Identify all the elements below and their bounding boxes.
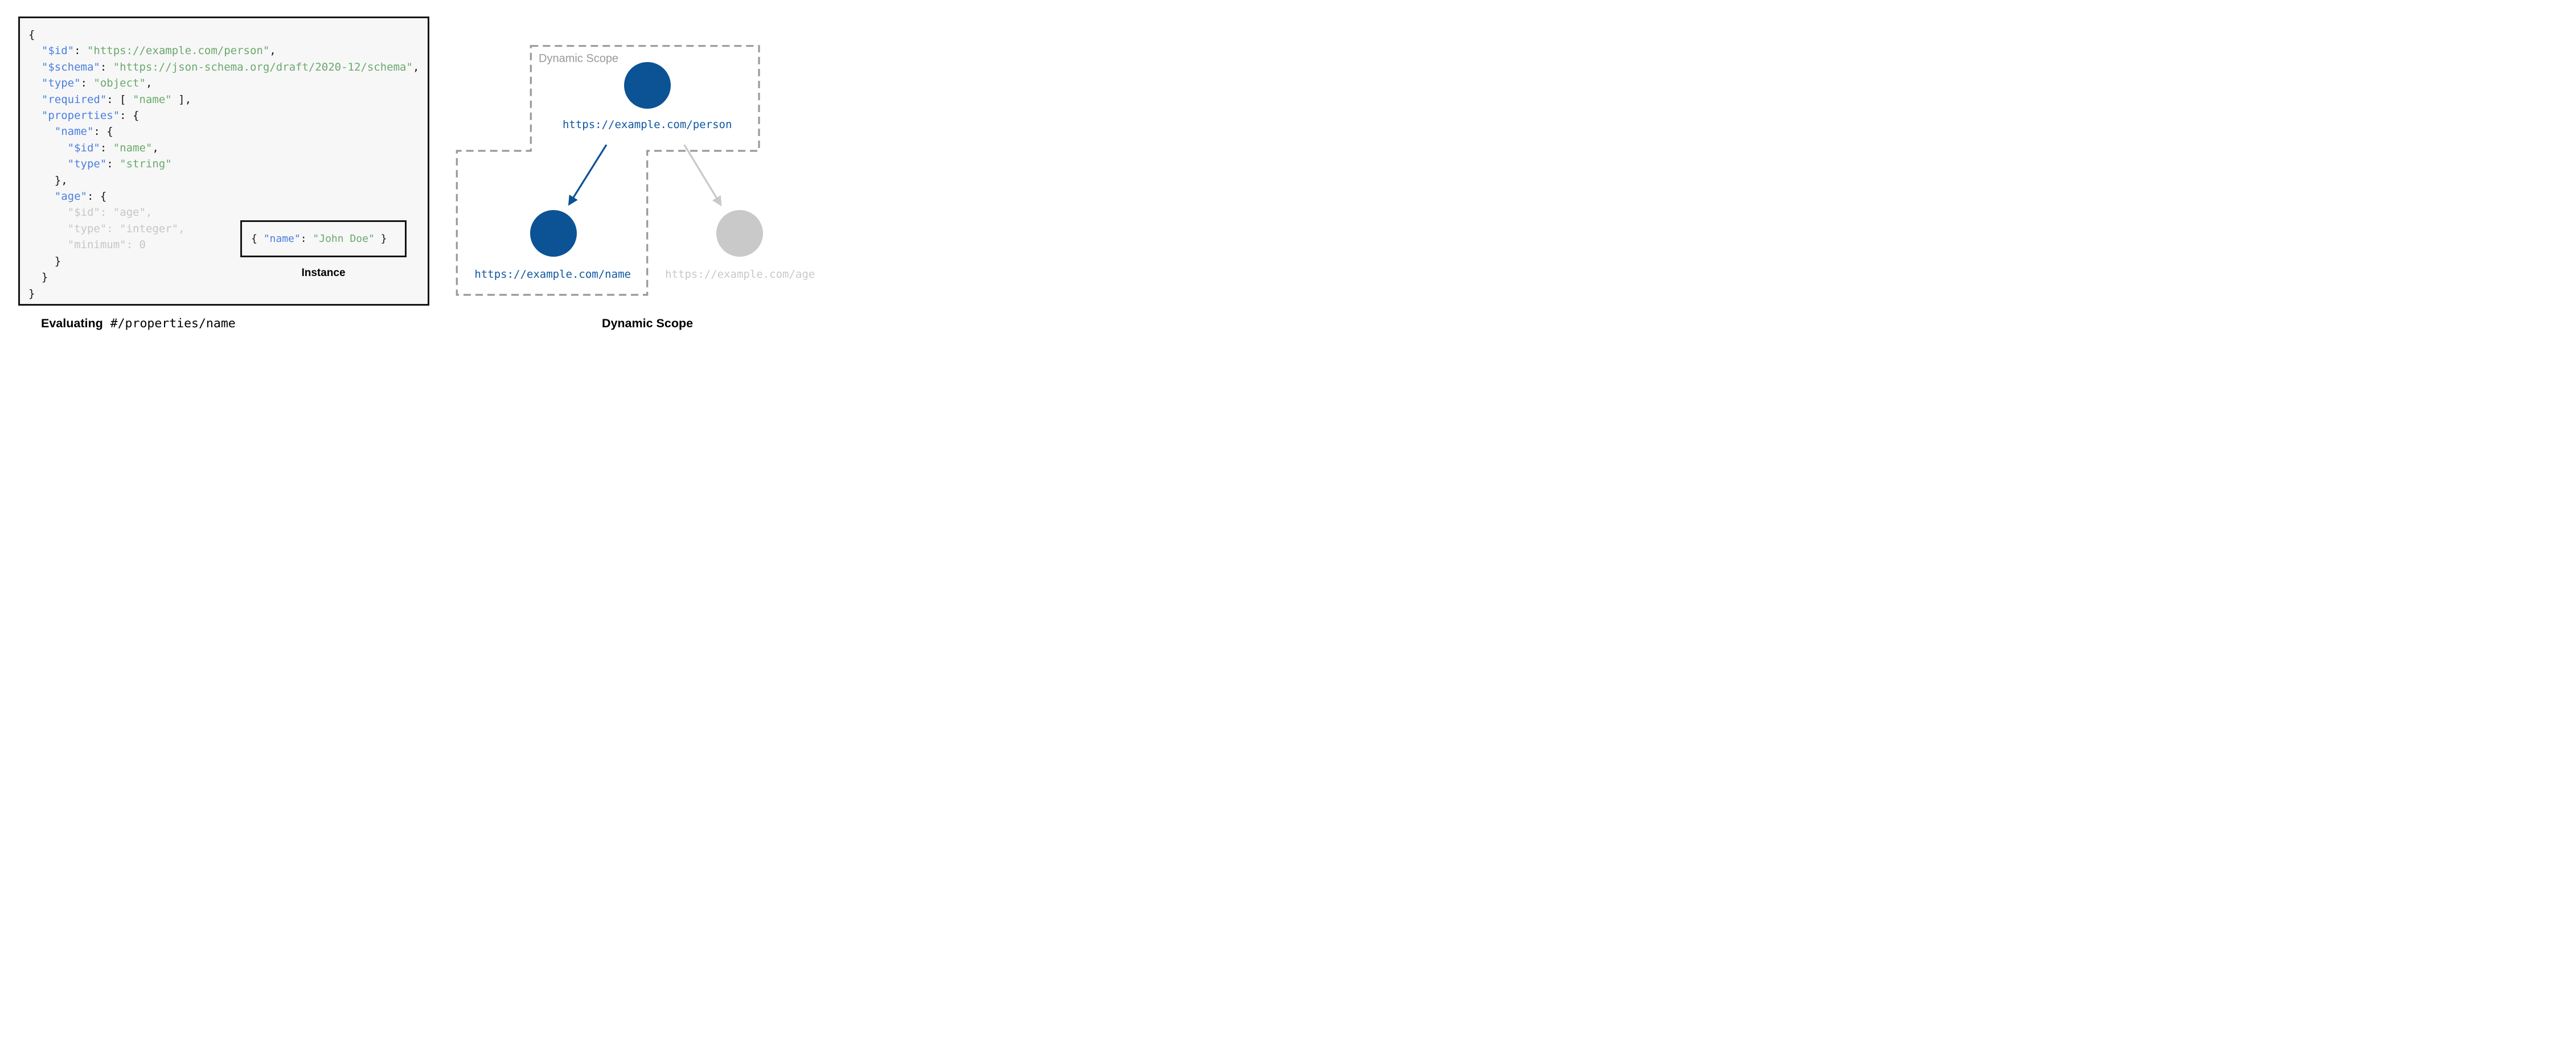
- node-person-circle: [624, 62, 671, 109]
- code-token: }: [28, 254, 61, 268]
- code-token: }: [28, 271, 48, 284]
- code-line: }: [28, 269, 428, 285]
- figure-canvas: { "$id": "https://example.com/person", "…: [0, 0, 859, 351]
- caption-evaluating: Evaluating #/properties/name: [41, 316, 236, 331]
- code-line: "$id": "https://example.com/person",: [28, 43, 428, 59]
- code-token: ,: [412, 60, 420, 73]
- edge-person-to-name-arrow: [568, 144, 608, 206]
- code-token: [28, 125, 55, 138]
- code-token: "type": "integer",: [28, 222, 185, 235]
- instance-box: { "name": "John Doe" }: [240, 220, 407, 257]
- code-token: "properties": [41, 109, 120, 122]
- code-token: ],: [171, 93, 192, 106]
- node-name-circle: [530, 210, 577, 257]
- code-token: "type": [67, 158, 107, 171]
- code-line: {: [28, 27, 428, 43]
- code-token: "John Doe": [313, 233, 375, 245]
- code-token: "minimum": 0: [28, 238, 146, 252]
- code-token: "object": [93, 77, 146, 90]
- code-token: [28, 44, 42, 57]
- code-token: :: [74, 44, 87, 57]
- caption-evaluating-pointer: #/properties/name: [102, 316, 236, 331]
- code-token: "https://example.com/person": [87, 44, 270, 57]
- node-person-url: https://example.com/person: [562, 118, 732, 131]
- code-line: "required": [ "name" ],: [28, 92, 428, 108]
- code-token: },: [28, 174, 68, 187]
- code-line: "type": "object",: [28, 75, 428, 91]
- code-token: "type": [41, 77, 81, 90]
- code-token: "name": [54, 125, 94, 138]
- code-line: "type": "string": [28, 156, 428, 172]
- code-line: "age": {: [28, 188, 428, 204]
- schema-code: { "$id": "https://example.com/person", "…: [20, 18, 428, 302]
- code-token: "$schema": [41, 60, 100, 73]
- code-token: }: [374, 233, 387, 245]
- code-token: "$id": [41, 44, 75, 57]
- code-token: :: [106, 158, 120, 171]
- code-token: "https://json-schema.org/draft/2020-12/s…: [113, 60, 413, 73]
- code-token: [28, 109, 42, 122]
- code-line: "$schema": "https://json-schema.org/draf…: [28, 59, 428, 75]
- code-token: [28, 142, 68, 154]
- code-line: "type": "integer",: [28, 221, 428, 237]
- code-token: ,: [152, 141, 159, 154]
- code-token: [28, 77, 42, 89]
- dynamic-scope-box-label: Dynamic Scope: [539, 52, 619, 65]
- code-token: "$id": "age",: [28, 206, 153, 219]
- node-name-url: https://example.com/name: [474, 268, 631, 281]
- code-token: "age": [54, 190, 87, 203]
- code-token: : {: [93, 125, 113, 138]
- code-token: [28, 158, 68, 170]
- code-token: "name": [113, 141, 153, 154]
- caption-evaluating-bold: Evaluating: [41, 316, 103, 330]
- code-token: "string": [120, 158, 172, 171]
- code-token: : {: [87, 190, 107, 203]
- code-token: {: [251, 233, 264, 245]
- code-token: "name": [263, 233, 301, 245]
- code-token: : {: [120, 109, 140, 122]
- code-line: }: [28, 253, 428, 269]
- code-token: ,: [145, 77, 153, 90]
- code-token: [28, 93, 42, 106]
- code-token: :: [80, 77, 94, 90]
- node-age-circle: [716, 210, 763, 257]
- schema-panel: { "$id": "https://example.com/person", "…: [18, 17, 429, 306]
- code-token: "name": [133, 93, 172, 106]
- code-token: :: [100, 141, 113, 154]
- code-line: }: [28, 286, 428, 302]
- code-token: {: [28, 28, 35, 41]
- code-line: "$id": "age",: [28, 204, 428, 220]
- dynamic-scope-boundary: [456, 45, 760, 296]
- code-token: "required": [41, 93, 107, 106]
- node-age-url: https://example.com/age: [665, 268, 815, 281]
- edge-person-to-age-arrow: [683, 144, 722, 207]
- code-line: "$id": "name",: [28, 140, 428, 156]
- code-token: [28, 61, 42, 73]
- code-token: }: [28, 287, 35, 300]
- code-token: :: [100, 60, 113, 73]
- code-line: "minimum": 0: [28, 237, 428, 253]
- code-token: :: [300, 233, 313, 245]
- code-token: : [: [106, 93, 133, 106]
- code-token: [28, 190, 55, 203]
- code-line: "name": {: [28, 124, 428, 139]
- code-token: ,: [269, 44, 276, 57]
- code-line: },: [28, 172, 428, 188]
- caption-dynamic-scope: Dynamic Scope: [601, 316, 694, 330]
- instance-label: Instance: [301, 267, 346, 279]
- code-token: "$id": [67, 141, 100, 154]
- code-line: "properties": {: [28, 108, 428, 124]
